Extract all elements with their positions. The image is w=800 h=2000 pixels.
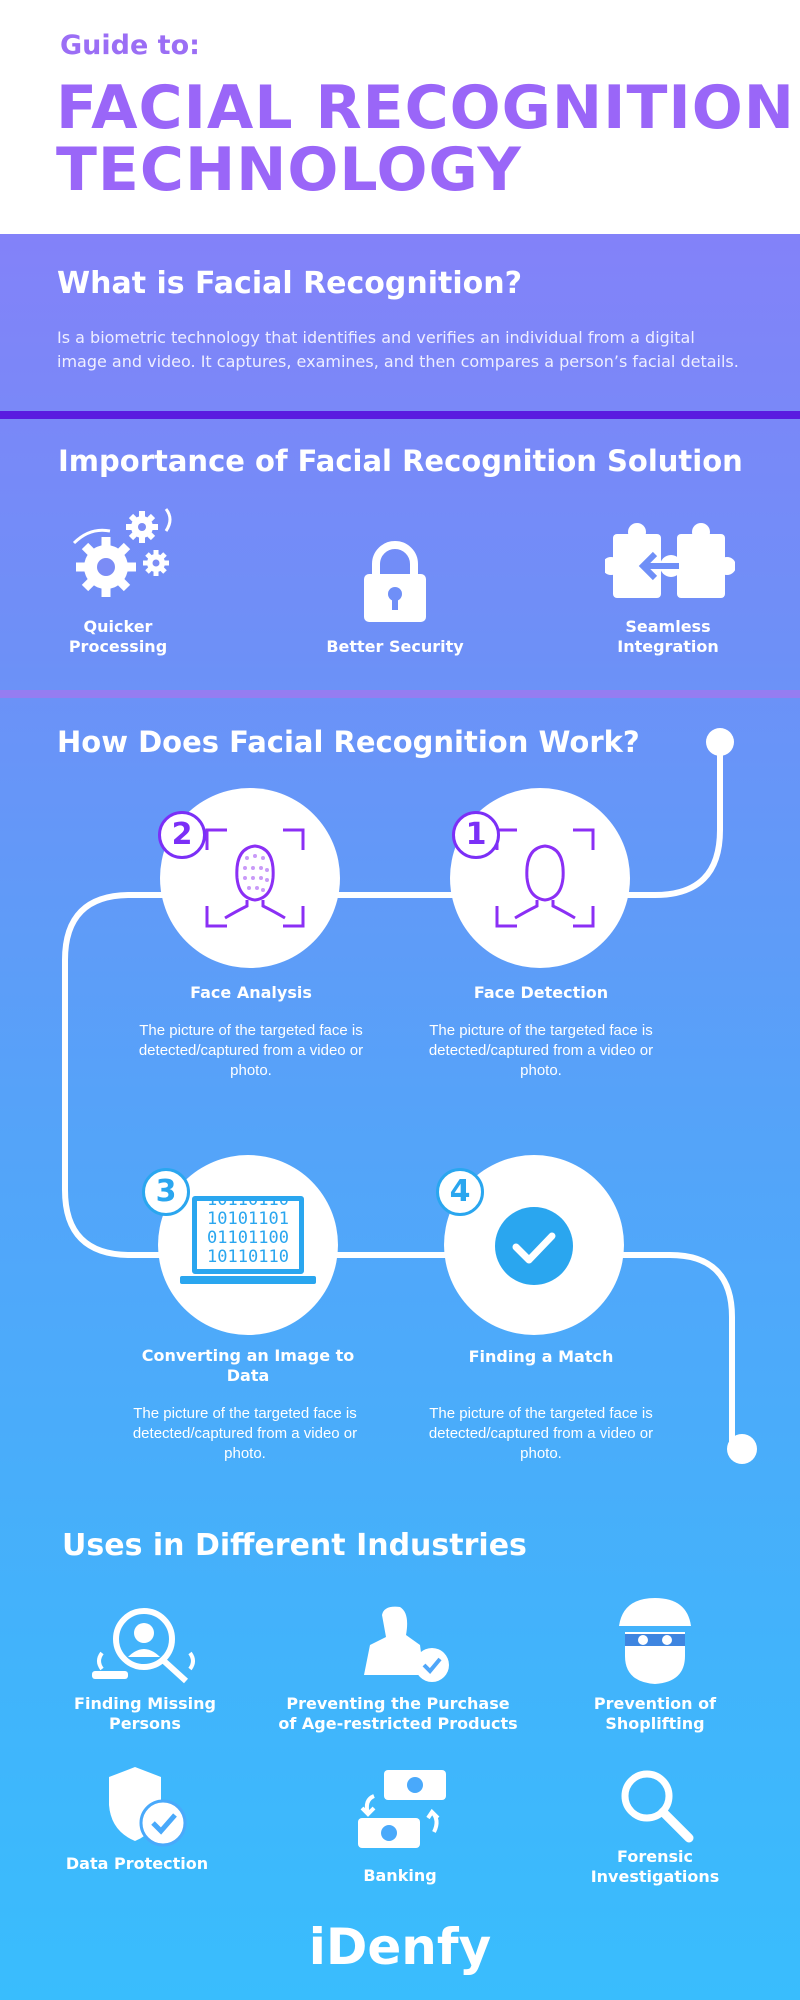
uses-label-prevention-of-shoplifting: Prevention of Shoplifting xyxy=(593,1694,717,1733)
step-2-number: 2 xyxy=(158,811,206,859)
importance-section-title: Importance of Facial Recognition Solutio… xyxy=(58,444,743,478)
importance-label-quicker-processing: Quicker Processing xyxy=(68,617,168,656)
step-4-description: The picture of the targeted face is dete… xyxy=(428,1405,654,1462)
puzzle-icon xyxy=(605,523,735,598)
money-exchange-icon xyxy=(358,1770,446,1848)
step-3-title: Converting an Image to Data xyxy=(141,1346,355,1385)
thief-icon xyxy=(619,1598,691,1684)
uses-section-title: Uses in Different Industries xyxy=(62,1528,527,1563)
step-2-title: Face Analysis xyxy=(190,983,312,1002)
importance-label-seamless-integration: Seamless Integration xyxy=(617,617,719,656)
search-person-icon xyxy=(92,1608,195,1684)
checkmark-icon xyxy=(495,1207,573,1285)
binary-line: 01101100 xyxy=(207,1228,289,1248)
process-path xyxy=(62,728,757,1464)
uses-label-forensic-investigations: Forensic Investigations xyxy=(590,1847,720,1886)
magnifier-icon xyxy=(621,1770,694,1843)
page-title-line-1: FACIAL RECOGNITION xyxy=(56,73,795,143)
gears-icon xyxy=(72,508,172,597)
step-1-description: The picture of the targeted face is dete… xyxy=(428,1022,654,1079)
shield-check-icon xyxy=(109,1767,187,1847)
face-scan-icon xyxy=(205,828,305,928)
step-4-title: Finding a Match xyxy=(468,1347,614,1366)
what-section-title: What is Facial Recognition? xyxy=(57,266,523,301)
importance-label-better-security: Better Security xyxy=(326,637,464,656)
step-2-description: The picture of the targeted face is dete… xyxy=(138,1022,364,1079)
divider-band xyxy=(0,411,800,419)
uses-label-banking: Banking xyxy=(363,1866,437,1885)
guide-label: Guide to: xyxy=(60,30,200,61)
header-section: Guide to: FACIAL RECOGNITION TECHNOLOGY xyxy=(0,0,800,234)
uses-label-age-restricted: Preventing the Purchase of Age-restricte… xyxy=(278,1694,518,1733)
step-3-number: 3 xyxy=(142,1168,190,1216)
face-frame-icon xyxy=(495,828,595,928)
what-section-description: Is a biometric technology that identifie… xyxy=(57,328,739,371)
binary-line: 10110110 xyxy=(207,1196,289,1210)
step-1-number: 1 xyxy=(452,811,500,859)
uses-label-finding-missing-persons: Finding Missing Persons xyxy=(74,1694,216,1733)
binary-line: 10110110 xyxy=(207,1247,289,1267)
step-4-number: 4 xyxy=(436,1168,484,1216)
padlock-icon xyxy=(364,541,426,622)
step-1-title: Face Detection xyxy=(473,983,609,1002)
how-section-title: How Does Facial Recognition Work? xyxy=(57,725,640,759)
brand-logo: iDenfy xyxy=(308,1918,492,1976)
person-check-icon xyxy=(364,1606,449,1682)
uses-label-data-protection: Data Protection xyxy=(65,1854,209,1873)
laptop-binary-icon: 10110110 10101101 01101100 10110110 xyxy=(180,1196,316,1292)
divider-band xyxy=(0,690,800,698)
binary-line: 10101101 xyxy=(207,1209,289,1229)
step-3-description: The picture of the targeted face is dete… xyxy=(132,1405,358,1462)
page-title-line-2: TECHNOLOGY xyxy=(56,135,522,205)
